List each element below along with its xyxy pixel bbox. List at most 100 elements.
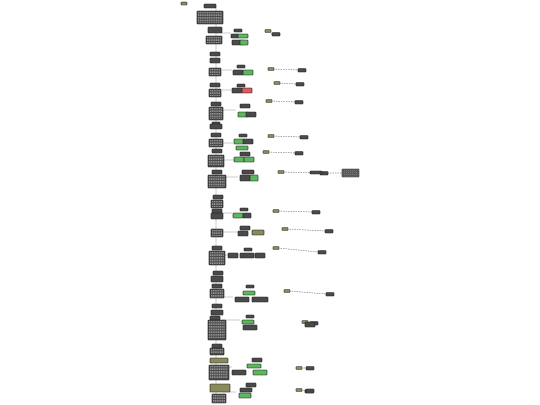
spine-node-26: [212, 270, 224, 276]
spine-node-27: [210, 275, 224, 283]
spine-node-35: [209, 347, 225, 356]
dashed-link-8: [286, 228, 326, 232]
connector-lines: [215, 6, 343, 402]
spine-node-17: [211, 169, 223, 175]
dash-target-9: [317, 250, 327, 255]
dash-source-8: [281, 227, 289, 231]
branch-d-node-0: [239, 103, 251, 109]
spine-node-3: [205, 35, 223, 45]
spine-node-5: [209, 57, 221, 64]
spine-node-28: [211, 283, 223, 289]
branch-m-node-1: [246, 363, 262, 369]
branch-e-node-3: [235, 145, 249, 151]
branch-n-node-1: [239, 387, 253, 393]
branch-g-node-2: [249, 174, 259, 182]
node-text-block: [209, 176, 225, 187]
dash-target-3: [294, 100, 304, 105]
branch-j-node-3: [254, 252, 266, 259]
dashed-link-2: [278, 82, 297, 85]
dashed-link-9: [277, 247, 319, 253]
spine-node-9: [210, 101, 222, 107]
node-text-block: [209, 156, 223, 165]
dash-target-8: [324, 229, 334, 234]
spine-node-23: [210, 228, 224, 238]
branch-l-node-1: [241, 319, 255, 325]
branch-f-node-1: [233, 156, 245, 163]
dash-target-12: [305, 366, 315, 371]
branch-h-node-1: [232, 212, 244, 219]
node-text-block: [210, 252, 224, 264]
chain-middle-node: [309, 170, 323, 175]
branch-n-node-0: [245, 382, 257, 388]
branch-i-node-1: [237, 230, 249, 237]
node-text-block: [198, 12, 222, 23]
spine-node-13: [210, 132, 222, 138]
spine-node-25: [208, 250, 226, 266]
branch-b-node-1: [232, 69, 244, 76]
dash-target-7: [311, 210, 321, 215]
dash-source-1: [267, 67, 275, 71]
node-text-block: [211, 290, 223, 298]
branch-h-node-0: [239, 207, 249, 212]
node-text-block: [210, 108, 222, 119]
dash-source-12: [295, 366, 303, 370]
branch-c-node-0: [236, 83, 246, 88]
dash-source-4: [267, 134, 275, 138]
dashed-link-10: [288, 290, 327, 295]
branch-k-node-2: [234, 296, 250, 303]
branch-l-node-0: [245, 314, 255, 319]
spine-node-36: [209, 357, 229, 364]
branch-f-node-2: [243, 156, 255, 163]
branch-m-node-0: [251, 357, 263, 363]
branch-i-node-2: [251, 229, 265, 236]
branch-k-node-0: [245, 284, 255, 289]
spine-node-33: [207, 319, 227, 341]
dash-source-13: [295, 388, 303, 392]
dash-target-4: [299, 135, 309, 140]
dash-target-5: [294, 151, 304, 156]
branch-a-node-0: [233, 28, 243, 33]
branch-j-node-0: [243, 247, 253, 252]
branch-f-node-0: [239, 151, 251, 157]
branch-a-node-4: [239, 39, 249, 46]
spine-node-0: [203, 3, 217, 9]
spine-node-22: [210, 212, 224, 220]
branch-e-node-2: [242, 138, 254, 145]
node-text-block: [213, 395, 225, 403]
spine-node-8: [208, 88, 222, 98]
dash-target-0: [271, 32, 281, 37]
dash-source-10: [283, 289, 291, 293]
legend-tag: [180, 1, 188, 6]
dashed-link-3: [270, 100, 296, 103]
spine-node-16: [207, 154, 225, 168]
branch-j-node-1: [227, 252, 239, 259]
spine-node-15: [211, 148, 223, 154]
node-text-block: [210, 90, 220, 96]
dashed-link-7: [277, 210, 313, 213]
dash-source-7: [272, 209, 280, 213]
branch-h-node-2: [242, 212, 252, 219]
spine-node-38: [209, 383, 231, 393]
branch-k-node-3: [251, 296, 269, 303]
node-text-block: [210, 69, 220, 75]
node-text-block: [210, 140, 222, 146]
dashed-link-4: [272, 135, 301, 138]
spine-node-24: [211, 245, 223, 251]
branch-g-node-1: [239, 174, 251, 182]
branch-l-node-2: [242, 324, 258, 331]
node-text-block: [211, 349, 223, 353]
branch-m-node-2: [231, 369, 247, 376]
dash-source-0: [264, 29, 272, 33]
branch-e-node-1: [233, 138, 245, 145]
dash-source-9: [272, 246, 280, 250]
branch-n-node-2: [238, 392, 252, 399]
dash-source-5: [262, 150, 270, 154]
spine-node-31: [210, 309, 224, 316]
dash-source-2: [273, 81, 281, 85]
spine-node-32: [209, 315, 221, 321]
right-target-n: [305, 388, 315, 394]
node-text-block: [212, 201, 222, 207]
diagram-nodes: [180, 1, 360, 404]
spine-node-6: [208, 67, 222, 77]
branch-b-node-0: [236, 64, 246, 69]
